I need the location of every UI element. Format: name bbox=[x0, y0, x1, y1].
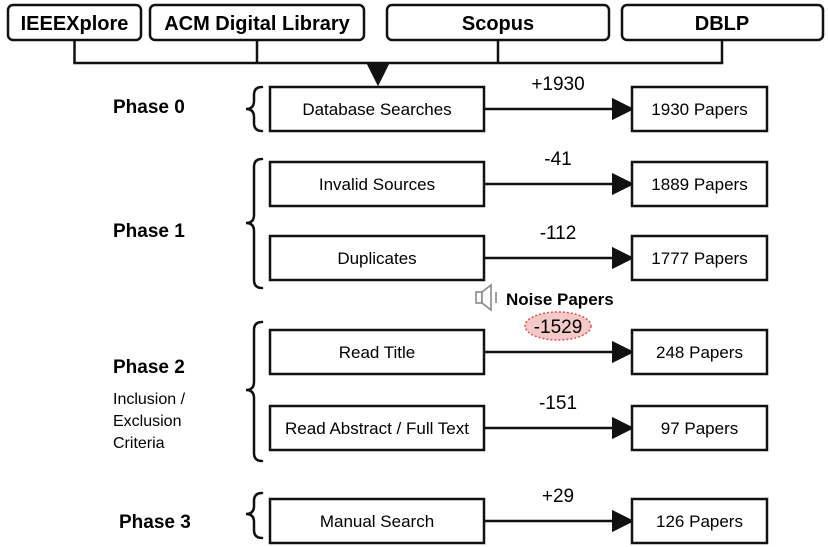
phase-1-brace bbox=[245, 157, 264, 290]
source-label: Scopus bbox=[462, 13, 534, 35]
source-label: DBLP bbox=[695, 13, 749, 35]
phase-0-label: Phase 0 bbox=[113, 97, 185, 118]
phase-2-criteria-line-2: Exclusion bbox=[113, 413, 181, 430]
result-box bbox=[630, 328, 769, 376]
step-row: Invalid Sources -41 1889 Papers bbox=[268, 149, 769, 208]
source-box-dblp: DBLP bbox=[620, 3, 825, 42]
paper-count-change: -151 bbox=[539, 393, 577, 414]
paper-count-change: -1529 bbox=[534, 317, 583, 338]
phase-2-criteria-line-3: Criteria bbox=[113, 435, 165, 452]
noise-papers-annotation: Noise Papers bbox=[475, 283, 614, 312]
noise-highlight bbox=[524, 311, 592, 341]
source-box-acm: ACM Digital Library bbox=[148, 3, 366, 42]
steps-layer: Database Searches +1930 1930 PapersInvalid… bbox=[268, 74, 769, 545]
phase-0-brace bbox=[245, 85, 264, 133]
source-label: ACM Digital Library bbox=[164, 13, 350, 35]
phase-3-label: Phase 3 bbox=[119, 512, 191, 533]
source-box-scopus: Scopus bbox=[385, 3, 611, 42]
step-label: Duplicates bbox=[337, 249, 416, 268]
step-row: Database Searches +1930 1930 Papers bbox=[268, 74, 769, 133]
paper-count-change: -112 bbox=[540, 223, 577, 244]
step-row: Read Title -1529 248 Papers bbox=[268, 311, 769, 376]
result-label: 97 Papers bbox=[661, 419, 739, 438]
paper-count-change: -41 bbox=[544, 149, 571, 170]
step-row: Read Abstract / Full Text -151 97 Papers bbox=[268, 393, 769, 452]
speaker-icon bbox=[475, 283, 497, 312]
step-box bbox=[268, 85, 486, 133]
phase-2-label: Phase 2 bbox=[113, 357, 185, 378]
result-label: 248 Papers bbox=[656, 343, 743, 362]
step-row: Manual Search +29 126 Papers bbox=[268, 486, 769, 545]
phase-braces bbox=[245, 85, 264, 540]
source-label: IEEEXplore bbox=[21, 13, 129, 35]
phase-2-criteria-line-1: Inclusion / bbox=[113, 391, 186, 408]
step-label: Manual Search bbox=[320, 512, 434, 531]
result-label: 1930 Papers bbox=[651, 100, 747, 119]
merge-connector bbox=[73, 40, 724, 87]
step-box bbox=[268, 328, 486, 376]
paper-count-change: +29 bbox=[542, 486, 574, 507]
result-box bbox=[630, 234, 769, 282]
step-box bbox=[268, 160, 486, 208]
result-box bbox=[630, 160, 769, 208]
step-label: Invalid Sources bbox=[319, 175, 435, 194]
paper-count-change: +1930 bbox=[531, 74, 584, 95]
result-box bbox=[630, 497, 769, 545]
step-row: Duplicates -112 1777 Papers bbox=[268, 223, 769, 282]
result-label: 1889 Papers bbox=[651, 175, 747, 194]
noise-papers-label: Noise Papers bbox=[506, 290, 614, 309]
source-box-ieeexplore: IEEEXplore bbox=[6, 3, 143, 42]
phase-1-label: Phase 1 bbox=[113, 221, 185, 242]
step-box bbox=[268, 234, 486, 282]
result-box bbox=[630, 404, 769, 452]
step-label: Read Title bbox=[339, 343, 416, 362]
step-label: Database Searches bbox=[302, 100, 451, 119]
step-label: Read Abstract / Full Text bbox=[285, 419, 469, 438]
result-box bbox=[630, 85, 769, 133]
result-label: 1777 Papers bbox=[651, 249, 747, 268]
phase-3-brace bbox=[245, 491, 264, 540]
result-label: 126 Papers bbox=[656, 512, 743, 531]
phase-2-brace bbox=[245, 320, 264, 463]
